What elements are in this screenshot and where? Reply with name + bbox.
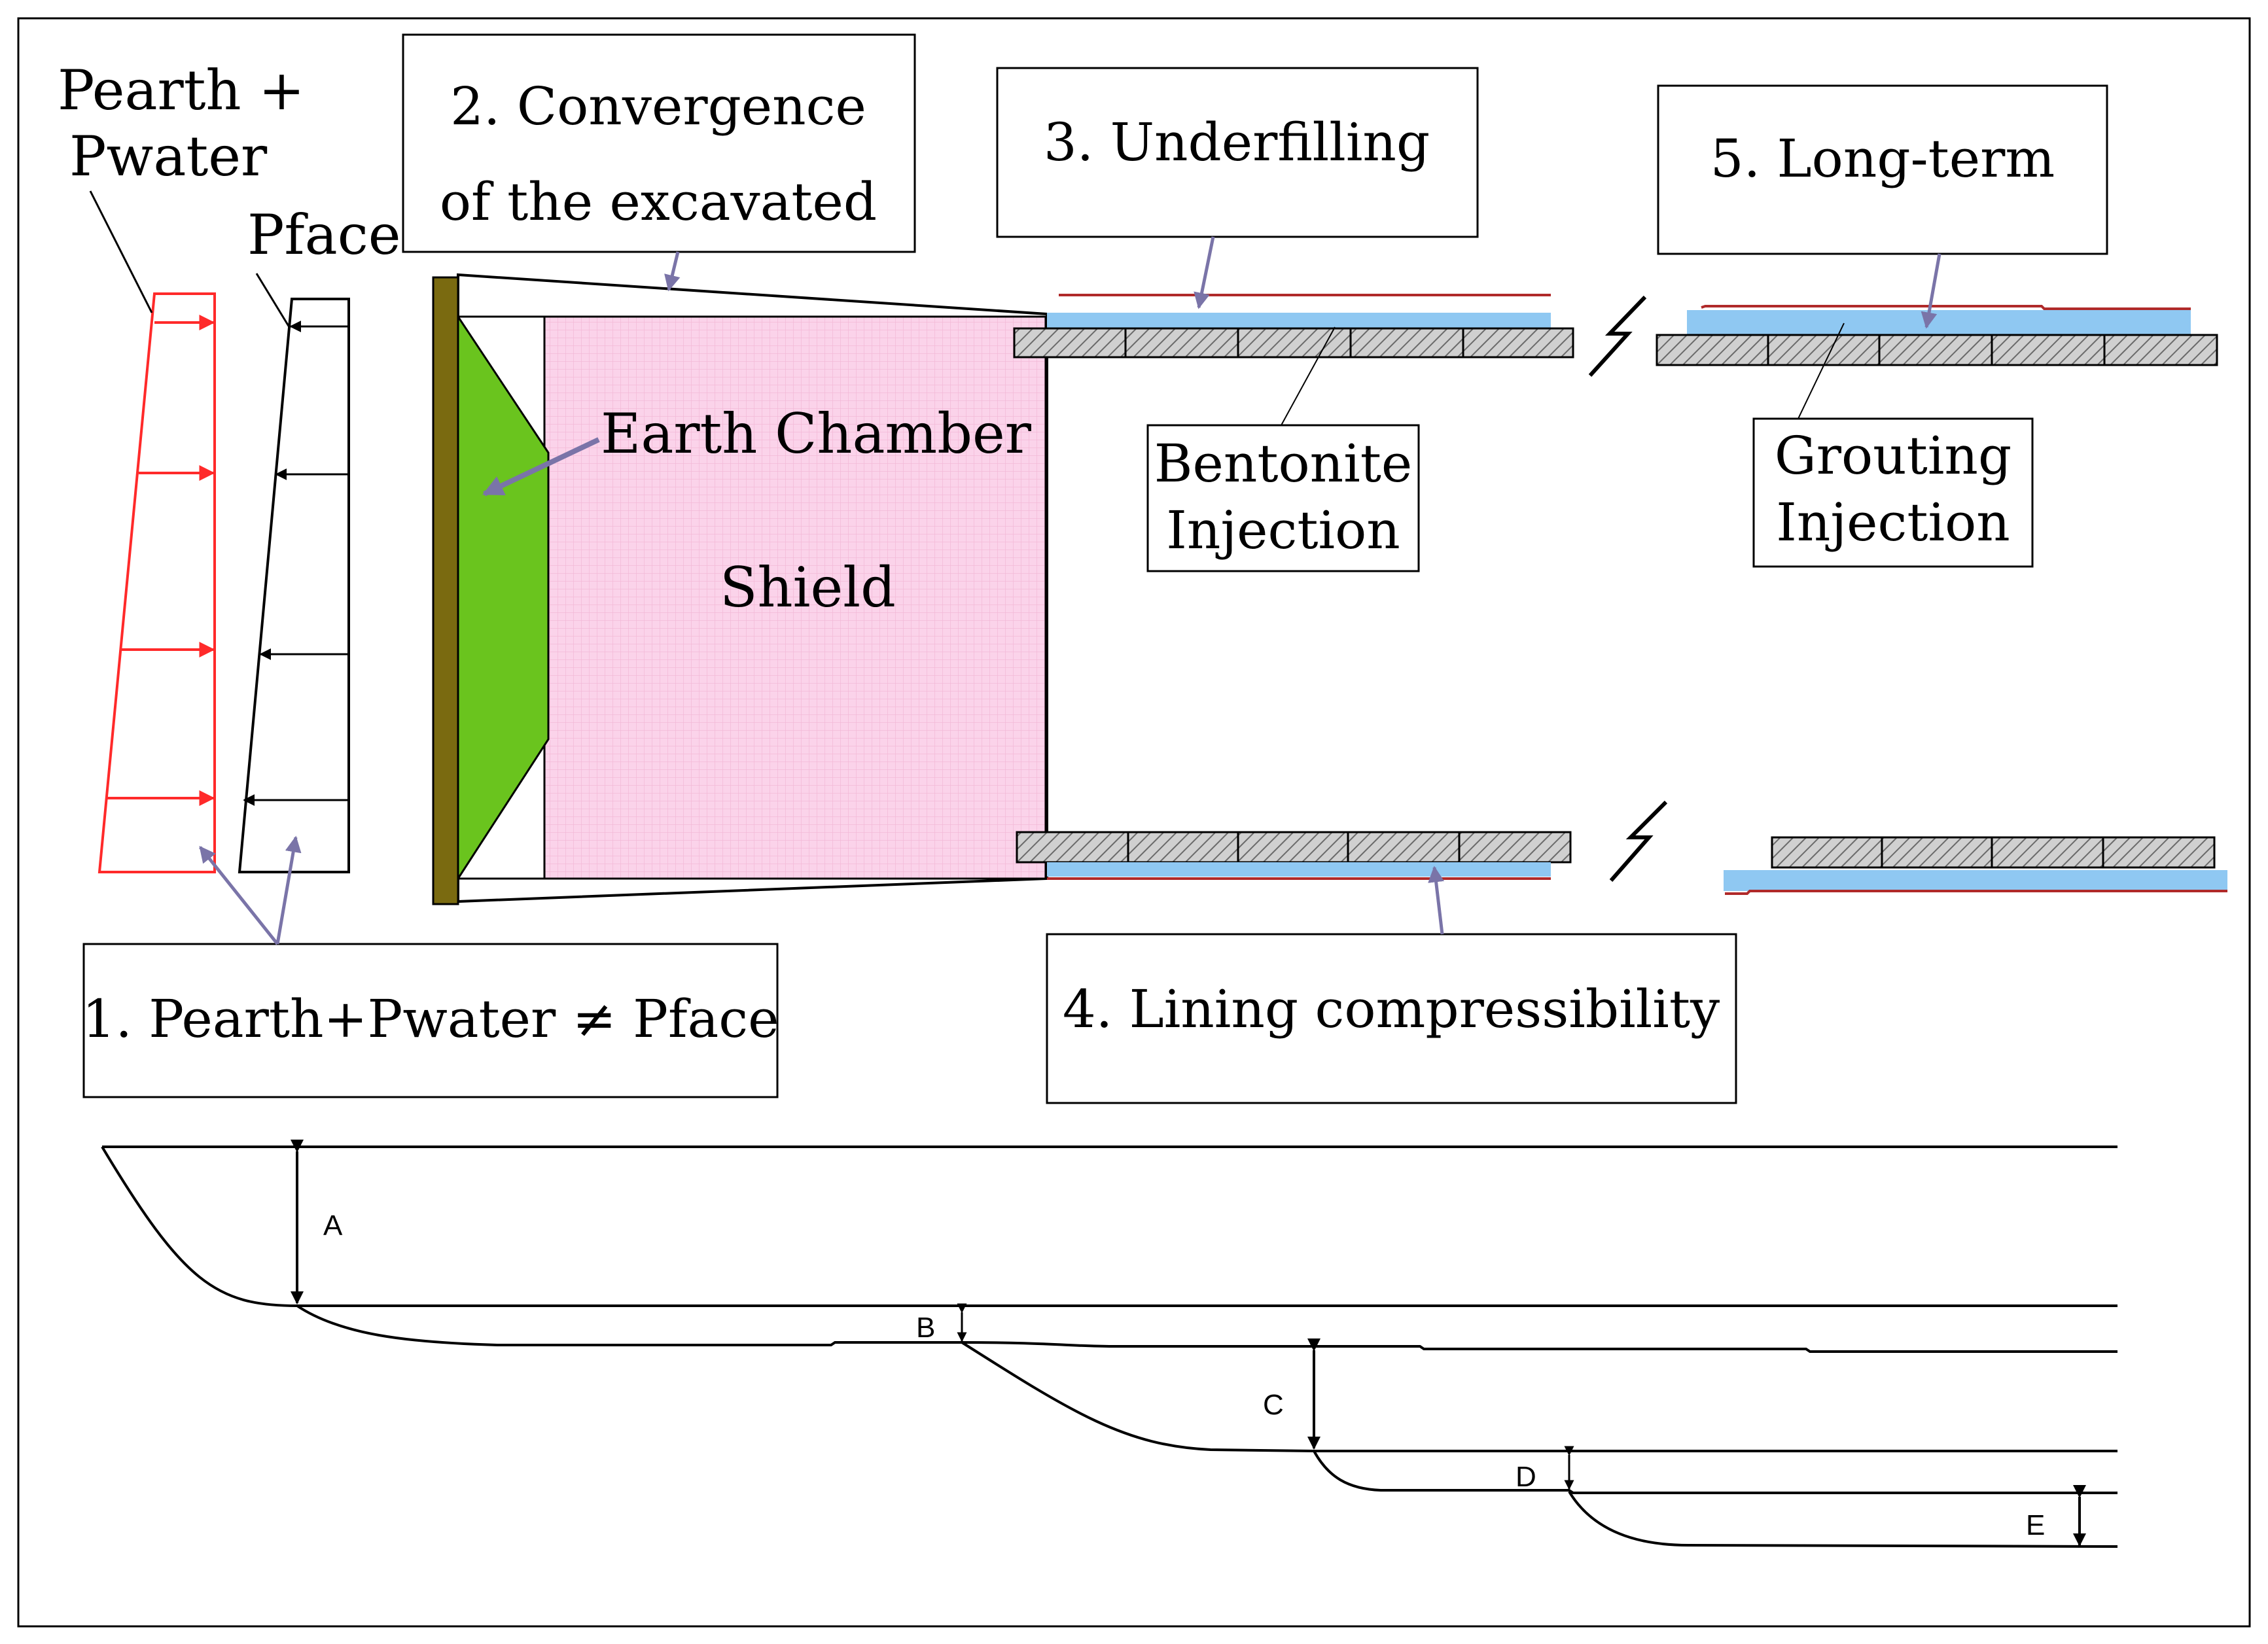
leader-line xyxy=(255,273,291,328)
leader-line xyxy=(89,190,153,313)
cause3-label: 3. Underfilling xyxy=(1044,112,1430,173)
cause5-box xyxy=(1657,84,2108,255)
cause4-label: 4. Lining compressibility xyxy=(1063,979,1720,1040)
long-term-boundary xyxy=(1701,305,2191,310)
pearth-pwater-label-2: Pwater xyxy=(69,124,268,188)
lining-segment xyxy=(2103,334,2218,366)
lining-upper-mid xyxy=(1013,327,1574,359)
cause2-box xyxy=(402,33,916,253)
grouting-box xyxy=(1752,417,2034,568)
bentonite-layer-lower xyxy=(1047,862,1551,877)
lining-segment xyxy=(1127,831,1239,864)
lining-segment xyxy=(1237,831,1349,864)
cause1-pointer xyxy=(275,835,302,945)
settlement-label-c: C xyxy=(1263,1389,1284,1421)
lining-segment xyxy=(1013,327,1127,359)
earth-chamber-pointer xyxy=(482,437,600,497)
lining-upper-right xyxy=(1656,334,2218,366)
lining-segment xyxy=(1771,836,1883,869)
figure-frame xyxy=(17,17,2251,1628)
lining-segment xyxy=(1237,327,1352,359)
cause1-label: 1. Pearth+Pwater ≠ Pface xyxy=(82,988,779,1049)
shield-body xyxy=(543,315,1047,880)
cause2-label-1: 2. Convergence xyxy=(450,76,866,137)
settlement-curve-d xyxy=(1313,1450,2117,1494)
leader-line xyxy=(1281,326,1336,426)
bentonite-label-1: Bentonite xyxy=(1154,433,1413,494)
settlement-curve-b xyxy=(296,1304,2117,1353)
pface-label: Pface xyxy=(247,203,400,267)
leader-line xyxy=(1798,323,1845,419)
settlement-profile: A B C D E xyxy=(101,1140,2118,1548)
face-pressure-diagram xyxy=(238,298,350,873)
lining-segment xyxy=(1767,334,1881,366)
lining-segment xyxy=(1881,836,1993,869)
settlement-label-d: D xyxy=(1515,1461,1536,1493)
break-symbol xyxy=(1609,800,1668,882)
shield-label: Shield xyxy=(720,555,896,620)
bentonite-label-2: Injection xyxy=(1166,500,1400,561)
cause5-pointer xyxy=(1921,253,1941,329)
tbm-shield xyxy=(432,273,1048,905)
grouting-label-1: Grouting xyxy=(1775,425,2011,486)
bentonite-box xyxy=(1146,424,1420,572)
cutterhead xyxy=(432,276,459,905)
settlement-label-e: E xyxy=(2026,1509,2045,1541)
earth-water-pressure-diagram xyxy=(97,292,216,873)
settlement-curve-a xyxy=(101,1146,2117,1307)
pearth-pwater-label: Pearth + xyxy=(58,58,305,122)
lining-lower-mid xyxy=(1016,831,1572,864)
lining-segment xyxy=(1458,831,1572,864)
cause4-box xyxy=(1046,933,1737,1104)
lining-segment xyxy=(1462,327,1574,359)
lining-segment xyxy=(1991,334,2106,366)
lining-lower-right xyxy=(1771,836,2216,869)
lining-segment xyxy=(1656,334,1769,366)
cause5-label: 5. Long-term xyxy=(1710,128,2055,189)
cause3-pointer xyxy=(1194,236,1215,309)
lining-segment xyxy=(2102,836,2216,869)
cause1-box xyxy=(82,943,779,1098)
lining-segment xyxy=(1124,327,1239,359)
lining-segment xyxy=(1347,831,1461,864)
settlement-curve-c xyxy=(961,1341,2117,1452)
settlement-label-b: B xyxy=(916,1312,935,1344)
lining-segment xyxy=(1349,327,1464,359)
cause2-pointer xyxy=(664,251,681,292)
grouting-label-2: Injection xyxy=(1776,492,2010,553)
cause4-pointer xyxy=(1428,866,1445,935)
cause1-pointer xyxy=(199,846,279,945)
grout-layer-lower xyxy=(1724,870,2227,891)
lining-segment xyxy=(1991,836,2104,869)
settlement-curve-e xyxy=(1568,1490,2118,1548)
settlement-label-a: A xyxy=(323,1210,343,1242)
break-symbol xyxy=(1588,295,1647,377)
cause2-label-2: of the excavated xyxy=(440,171,877,232)
grout-layer xyxy=(1687,310,2191,335)
earth-chamber-label: Earth Chamber xyxy=(601,402,1032,466)
lining-segment xyxy=(1016,831,1129,864)
bentonite-layer xyxy=(1047,313,1551,328)
lining-segment xyxy=(1878,334,1993,366)
long-term-boundary-lower xyxy=(1725,890,2227,895)
cause3-box xyxy=(996,67,1479,238)
